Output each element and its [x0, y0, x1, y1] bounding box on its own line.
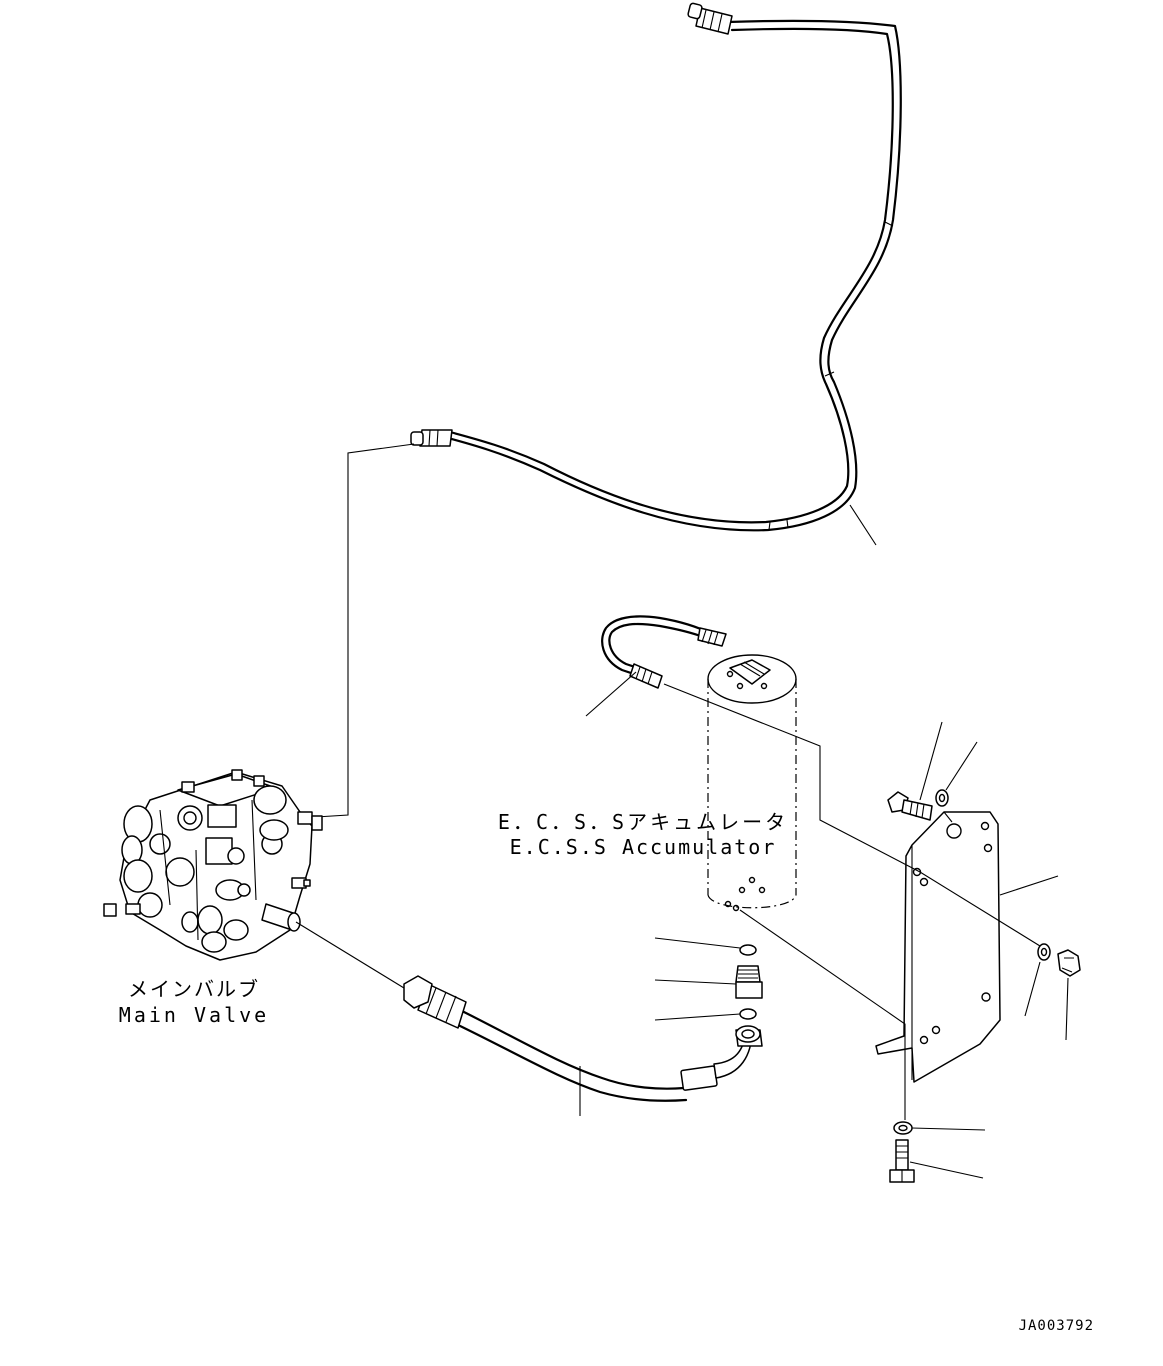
- washer-lower: [893, 1121, 986, 1135]
- bolt-lower: [889, 1139, 984, 1183]
- washer-upper: [935, 741, 978, 807]
- main-valve: [103, 769, 323, 961]
- connection-line-accumulator-bracket: [739, 909, 906, 1120]
- lower-hose-fitting-left: [403, 975, 467, 1029]
- accumulator: [707, 654, 797, 912]
- connection-line-upper: [299, 443, 415, 819]
- accumulator-label-jp: E．C．S．Sアキュムレータ: [498, 810, 788, 834]
- adapter-fitting: [654, 965, 763, 999]
- connection-line-pipe-bracket: [663, 683, 1041, 947]
- main-valve-label-en: Main Valve: [119, 1003, 269, 1027]
- bracket: [875, 811, 1059, 1083]
- accumulator-label-en: E.C.S.S Accumulator: [510, 835, 777, 859]
- bolt-upper: [887, 721, 943, 821]
- o-ring-upper: [654, 937, 757, 956]
- upper-hose-top-fitting: [687, 2, 733, 35]
- upper-hose: [410, 2, 902, 546]
- lower-hose: [403, 975, 763, 1116]
- lower-hose-fitting-right: [680, 1025, 763, 1091]
- o-ring-lower: [654, 1008, 757, 1021]
- connection-line-lower: [295, 921, 405, 989]
- short-pipe: [585, 615, 727, 717]
- main-valve-label-jp: メインバルブ: [128, 977, 260, 1001]
- drawing-number: JA003792: [1019, 1318, 1094, 1334]
- upper-hose-lower-fitting: [410, 429, 453, 447]
- nut-right: [1057, 949, 1081, 1041]
- washer-right: [1024, 943, 1051, 1017]
